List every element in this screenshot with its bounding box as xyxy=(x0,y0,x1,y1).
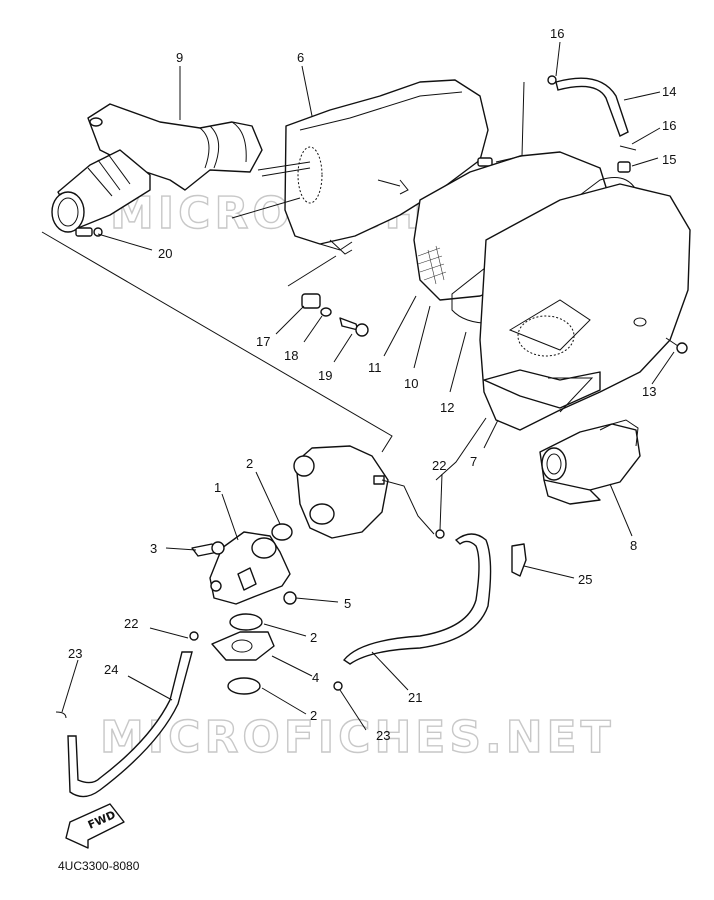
callout-2: 2 xyxy=(310,630,317,645)
callout-18: 18 xyxy=(284,348,298,363)
callout-20: 20 xyxy=(158,246,172,261)
callout-5: 5 xyxy=(344,596,351,611)
callout-14: 14 xyxy=(662,84,676,99)
callout-2: 2 xyxy=(246,456,253,471)
callout-10: 10 xyxy=(404,376,418,391)
forward-direction-arrow: FWD xyxy=(65,803,125,849)
watermark-bottom: MICROFICHES.NET xyxy=(100,712,615,763)
callout-15: 15 xyxy=(662,152,676,167)
intake-duct-part xyxy=(51,103,263,233)
callout-21: 21 xyxy=(408,690,422,705)
callout-23: 23 xyxy=(68,646,82,661)
diagram-code: 4UC3300-8080 xyxy=(58,859,140,873)
callout-9: 9 xyxy=(176,50,183,65)
callout-16: 16 xyxy=(550,26,564,41)
callout-11: 11 xyxy=(368,360,382,375)
callout-8: 8 xyxy=(630,538,637,553)
screw-part xyxy=(665,337,688,354)
case-cover-part xyxy=(257,79,493,255)
callout-2: 2 xyxy=(310,708,317,723)
mounting-hardware-part xyxy=(301,293,369,337)
callout-3: 3 xyxy=(150,541,157,556)
callout-23: 23 xyxy=(376,728,390,743)
callout-7: 7 xyxy=(470,454,477,469)
callout-4: 4 xyxy=(312,670,319,685)
callout-13: 13 xyxy=(642,384,656,399)
callout-17: 17 xyxy=(256,334,270,349)
callout-22: 22 xyxy=(432,458,446,473)
callout-24: 24 xyxy=(104,662,118,677)
callout-12: 12 xyxy=(440,400,454,415)
intake-manifold-part xyxy=(191,531,297,605)
callout-19: 19 xyxy=(318,368,332,383)
air-filter-case-part xyxy=(413,151,691,431)
callout-labels: 9 6 16 14 16 15 20 17 18 19 11 10 12 13 … xyxy=(68,26,676,743)
drain-hose-part xyxy=(547,75,637,173)
callout-6: 6 xyxy=(297,50,304,65)
carburetor-part xyxy=(293,445,389,539)
vent-hose-part xyxy=(342,479,492,665)
assembly-leader-lines xyxy=(41,81,525,481)
clip-part xyxy=(511,543,527,577)
hose-clamp-part xyxy=(75,227,103,237)
callout-16: 16 xyxy=(662,118,676,133)
o-rings-part xyxy=(211,523,293,695)
breather-hose-part xyxy=(55,631,343,798)
callout-25: 25 xyxy=(578,572,592,587)
intake-joint-part xyxy=(539,419,641,505)
callout-leader-lines xyxy=(61,41,675,731)
callout-1: 1 xyxy=(214,480,221,495)
callout-22: 22 xyxy=(124,616,138,631)
